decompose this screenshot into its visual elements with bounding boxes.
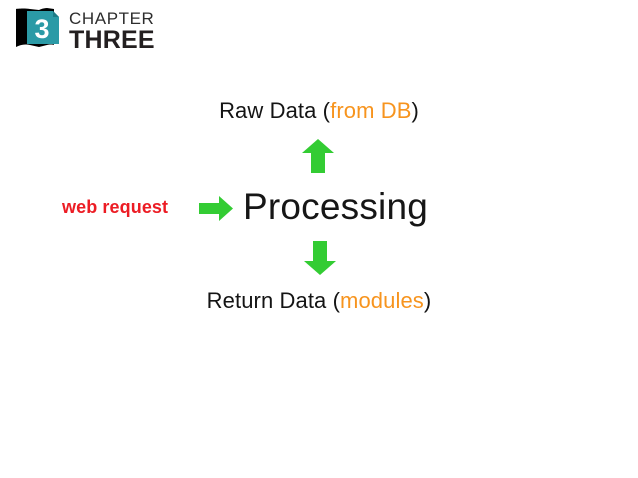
book-icon: 3 — [16, 8, 59, 47]
raw-data-suffix: ) — [411, 98, 419, 123]
chapter-logo-text: CHAPTER THREE — [69, 6, 165, 54]
chapter-number: 3 — [34, 14, 49, 44]
raw-data-node: Raw Data (from DB) — [0, 98, 638, 124]
return-data-accent: modules — [340, 288, 424, 313]
arrow-down-icon — [304, 241, 336, 275]
return-data-suffix: ) — [423, 288, 432, 313]
return-data-node: Return Data (modules) — [0, 288, 638, 314]
chapter-logo-line1: CHAPTER — [69, 9, 155, 28]
web-request-label: web request — [62, 197, 169, 217]
raw-data-accent: from DB — [330, 98, 412, 123]
chapter-logo: 3 CHAPTER THREE — [13, 7, 163, 53]
return-data-prefix: Return Data ( — [206, 288, 341, 313]
arrow-right-icon — [199, 196, 233, 221]
processing-node: Processing — [243, 186, 429, 227]
chapter-logo-line2: THREE — [69, 26, 155, 54]
raw-data-prefix: Raw Data ( — [219, 98, 331, 123]
arrow-up-icon — [302, 139, 334, 173]
